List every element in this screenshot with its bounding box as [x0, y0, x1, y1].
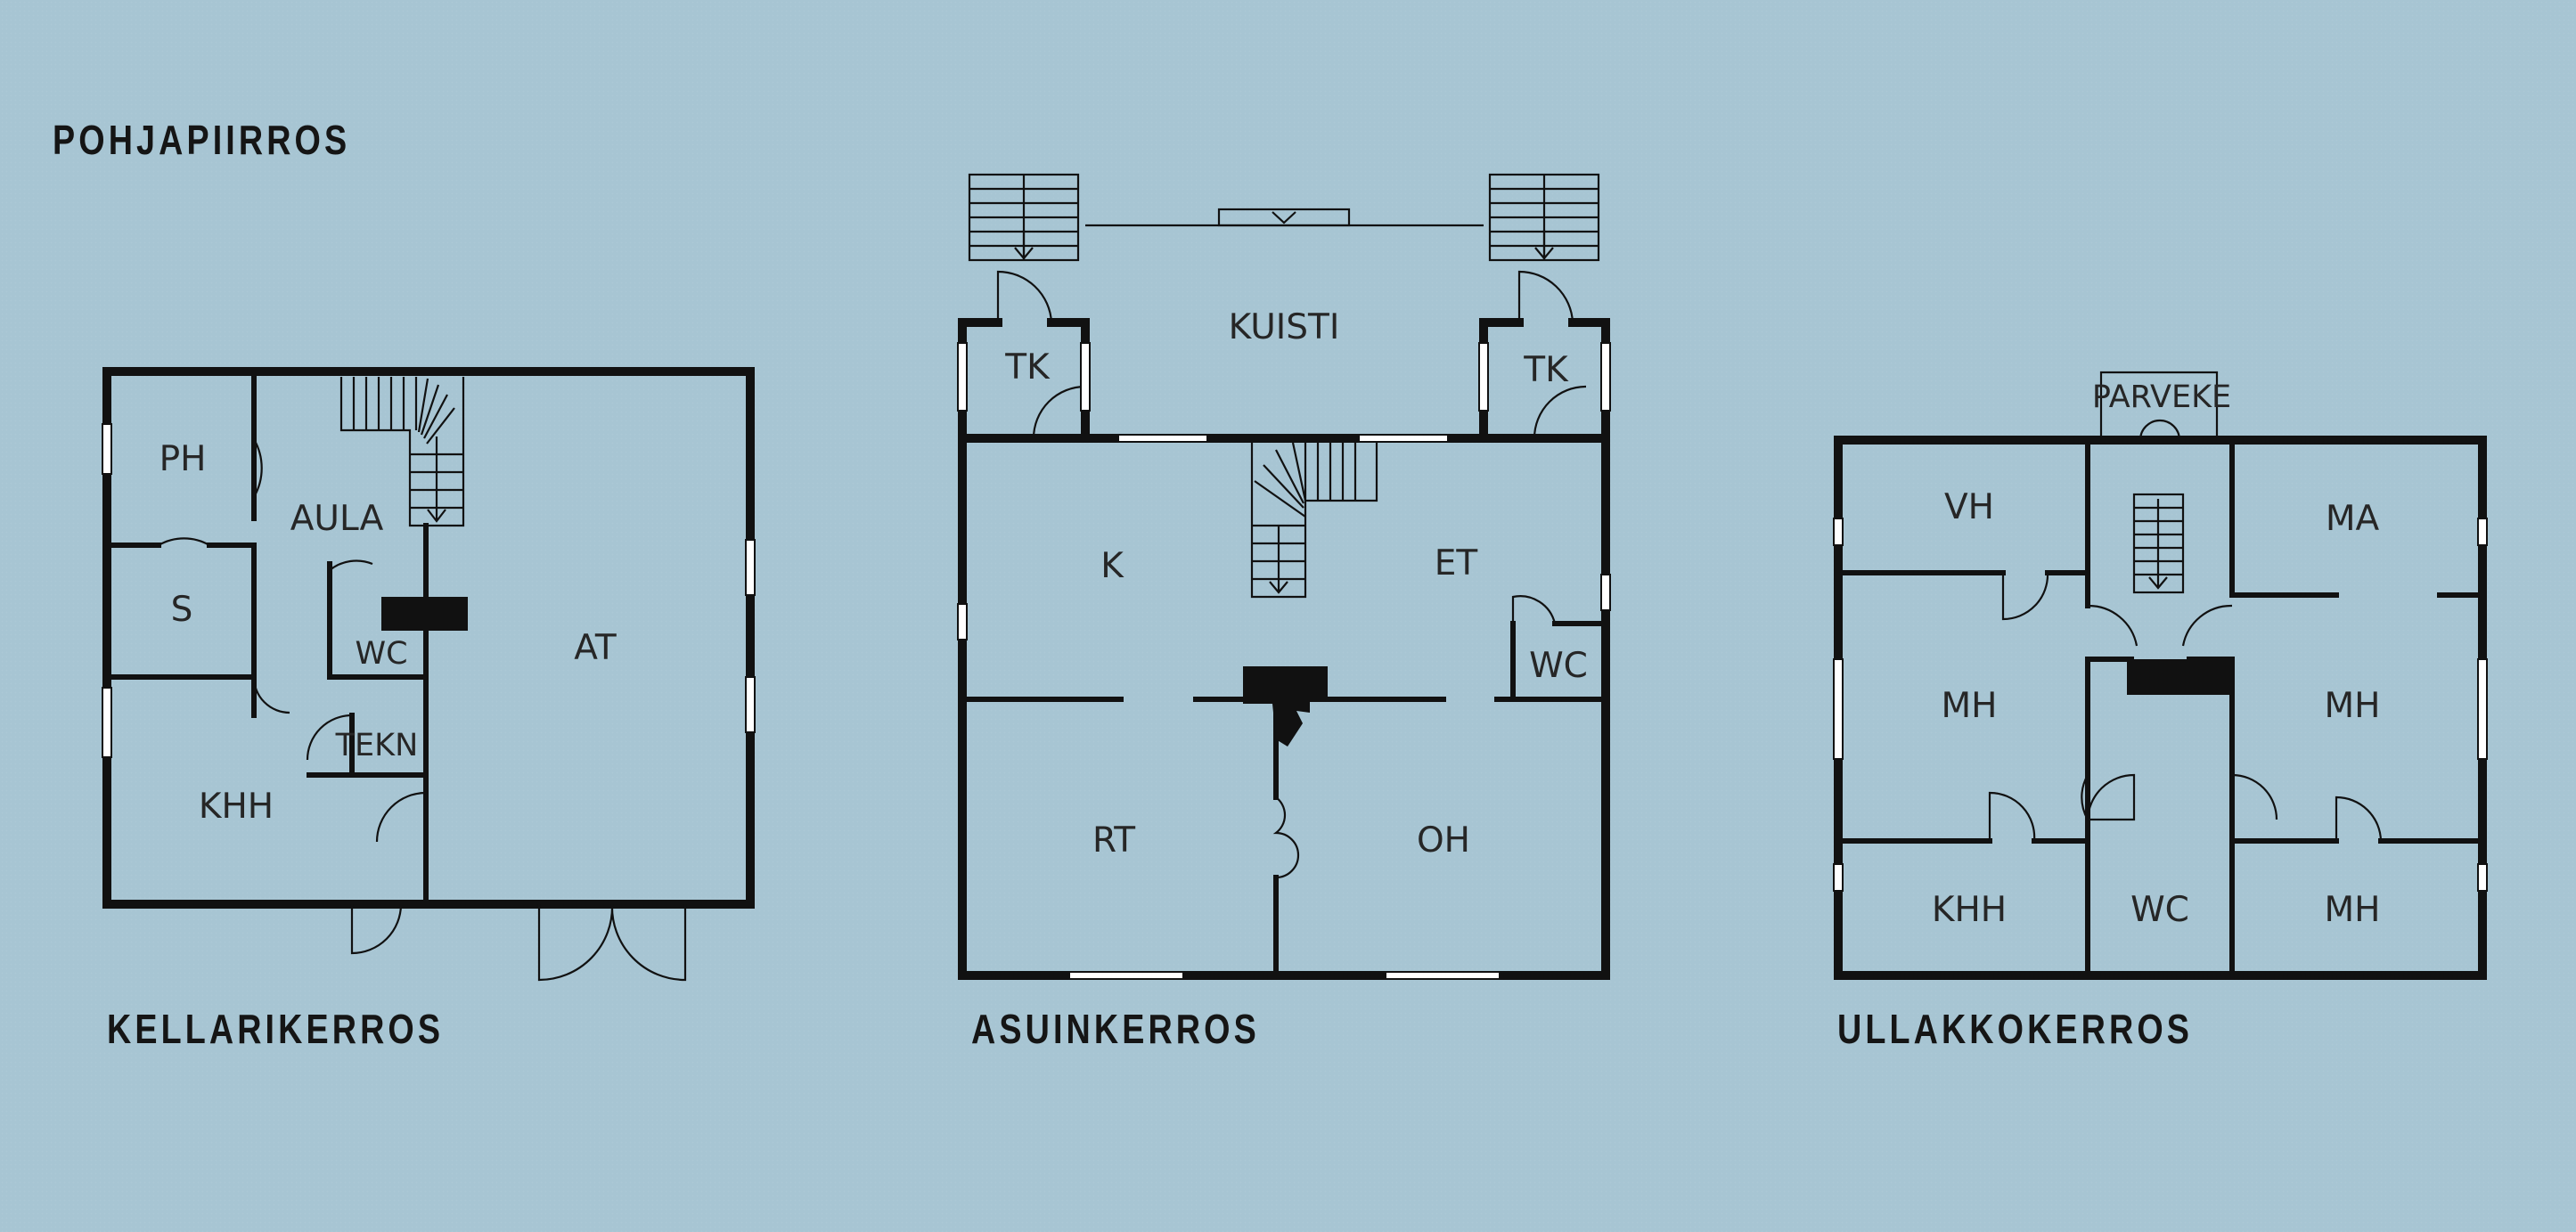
- window: [1117, 434, 1208, 443]
- double-door: [537, 903, 687, 982]
- door-swing: [2001, 572, 2049, 621]
- room-label: KHH: [199, 787, 274, 827]
- room-label: PARVEKE: [2092, 379, 2231, 415]
- window: [957, 603, 968, 640]
- room-label: MH: [1942, 686, 1998, 726]
- door-swing: [1533, 385, 1587, 439]
- room-label: AT: [574, 628, 617, 668]
- window: [2477, 863, 2488, 892]
- window: [1358, 434, 1449, 443]
- window: [2477, 518, 2488, 546]
- door-swing: [375, 791, 427, 843]
- door-swing: [252, 676, 290, 714]
- door-swing: [253, 438, 263, 498]
- room-label: S: [171, 590, 193, 630]
- room-label: KHH: [1932, 890, 2007, 930]
- floor-plan-ullakkokerros: PARVEKE VH MA MH MH KHH WC MH: [1833, 371, 2488, 980]
- door-swing: [158, 537, 210, 546]
- chimney: [381, 597, 468, 631]
- room-label: MH: [2325, 686, 2381, 726]
- room-label: TK: [1523, 350, 1569, 390]
- room-label: WC: [1529, 646, 1588, 686]
- staircase: [2132, 493, 2185, 594]
- room-label: MA: [2326, 499, 2380, 539]
- window: [102, 687, 112, 758]
- floor-plan-kellarikerros: PH AULA S WC TEKN AT KHH: [102, 367, 756, 982]
- door-swing: [2231, 773, 2278, 820]
- door-swing: [996, 270, 1053, 323]
- door-swing: [1032, 385, 1086, 439]
- room-label: AULA: [290, 499, 384, 539]
- double-door: [1272, 796, 1300, 879]
- room-label: MH: [2325, 890, 2381, 930]
- room-label: KUISTI: [1229, 307, 1340, 347]
- door-swing: [1517, 270, 1574, 323]
- chimney: [1243, 666, 1328, 747]
- door-swing: [2335, 795, 2383, 842]
- floor-plan-asuinkerros: KUISTI TK TK K ET WC RT OH: [957, 173, 1611, 980]
- entrance-steps-left: [968, 173, 1080, 262]
- door-swing: [1511, 595, 1557, 624]
- staircase: [339, 377, 465, 527]
- chimney: [2127, 659, 2232, 695]
- room-label: VH: [1944, 487, 1994, 527]
- window: [1080, 342, 1091, 412]
- room-label: RT: [1092, 820, 1135, 861]
- floor-label-asuinkerros: ASUINKERROS: [971, 1006, 1260, 1052]
- staircase: [1250, 442, 1378, 599]
- room-label: WC: [2130, 890, 2189, 930]
- room-label: TEKN: [335, 728, 419, 763]
- door-swing: [2087, 604, 2138, 647]
- floor-label-ullakkokerros: ULLAKKOKERROS: [1837, 1006, 2194, 1052]
- room-label: OH: [1417, 820, 1470, 861]
- window: [1385, 971, 1501, 980]
- window: [2477, 658, 2488, 760]
- door-swing: [2086, 773, 2136, 821]
- floor-label-kellarikerros: KELLARIKERROS: [107, 1006, 445, 1052]
- room-label: TK: [1004, 347, 1051, 388]
- window: [1068, 971, 1184, 980]
- window: [957, 342, 968, 412]
- door-swing: [2138, 419, 2181, 441]
- window: [1833, 518, 1844, 546]
- door-swing: [1988, 791, 2036, 842]
- door-swing: [329, 559, 373, 571]
- window: [1600, 342, 1611, 412]
- room-label: WC: [355, 636, 407, 672]
- window: [102, 423, 112, 475]
- window: [1478, 342, 1489, 412]
- window: [1600, 574, 1611, 611]
- room-label: PH: [159, 439, 207, 479]
- door-swing: [2081, 774, 2089, 820]
- window: [1833, 658, 1844, 760]
- door-swing: [306, 714, 353, 761]
- door-swing: [2181, 604, 2233, 647]
- window: [745, 539, 756, 596]
- room-label: ET: [1435, 543, 1478, 583]
- page-title: POHJAPIIRROS: [53, 117, 351, 163]
- window: [1833, 863, 1844, 892]
- window: [745, 676, 756, 733]
- door-swing: [350, 903, 403, 955]
- room-label: K: [1100, 546, 1124, 586]
- entrance-steps-right: [1488, 173, 1600, 262]
